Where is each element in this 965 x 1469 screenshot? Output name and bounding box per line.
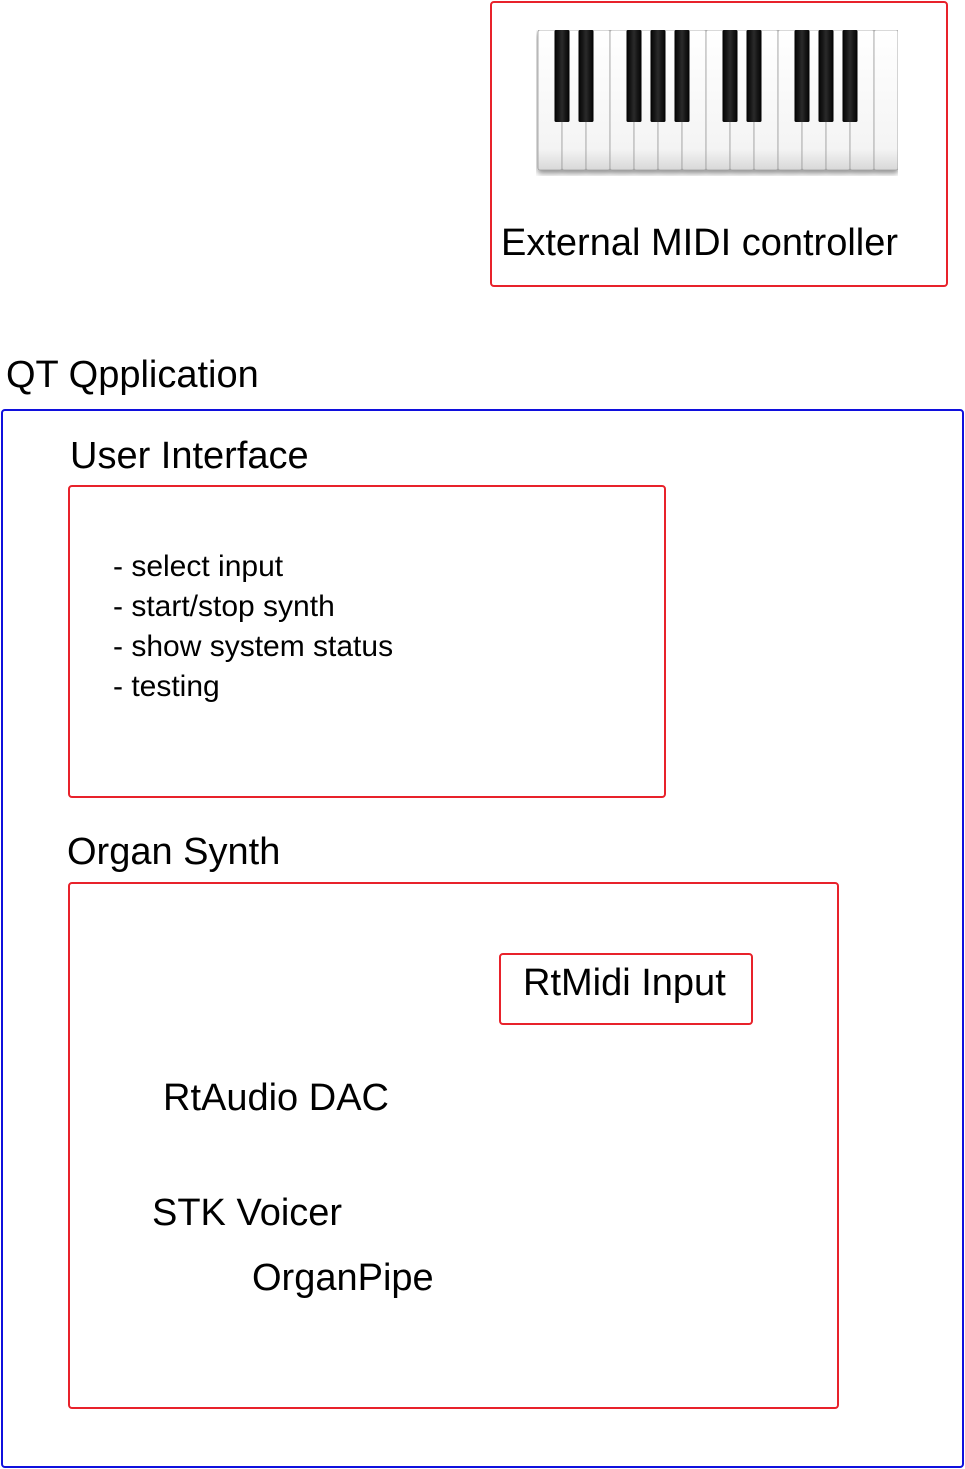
black-key xyxy=(722,30,738,122)
black-key xyxy=(626,30,642,122)
user-interface-list: - select input - start/stop synth - show… xyxy=(113,547,393,707)
rtaudio-dac-label: RtAudio DAC xyxy=(163,1077,389,1119)
list-item: - start/stop synth xyxy=(113,590,335,623)
qt-application-label: QT Qpplication xyxy=(6,354,259,396)
black-key xyxy=(578,30,594,122)
organ-pipe-label: OrganPipe xyxy=(252,1257,434,1299)
black-key xyxy=(554,30,570,122)
black-key xyxy=(818,30,834,122)
midi-controller-label: External MIDI controller xyxy=(501,222,899,264)
piano-keyboard-icon xyxy=(537,30,898,171)
user-interface-label: User Interface xyxy=(70,435,309,477)
white-key xyxy=(873,30,898,171)
black-key xyxy=(794,30,810,122)
black-key xyxy=(674,30,690,122)
midi-controller-box xyxy=(490,1,948,287)
user-interface-box xyxy=(68,485,666,798)
list-item: - testing xyxy=(113,670,220,703)
organ-synth-box xyxy=(68,882,839,1409)
black-key xyxy=(842,30,858,122)
rtmidi-input-box xyxy=(499,953,753,1025)
qt-application-box xyxy=(1,409,964,1468)
list-item: - select input xyxy=(113,550,284,583)
stk-voicer-label: STK Voicer xyxy=(152,1192,343,1234)
organ-synth-label: Organ Synth xyxy=(67,831,281,873)
black-key xyxy=(650,30,666,122)
rtmidi-input-label: RtMidi Input xyxy=(523,962,726,1004)
list-item: - show system status xyxy=(113,630,394,663)
black-key xyxy=(746,30,762,122)
